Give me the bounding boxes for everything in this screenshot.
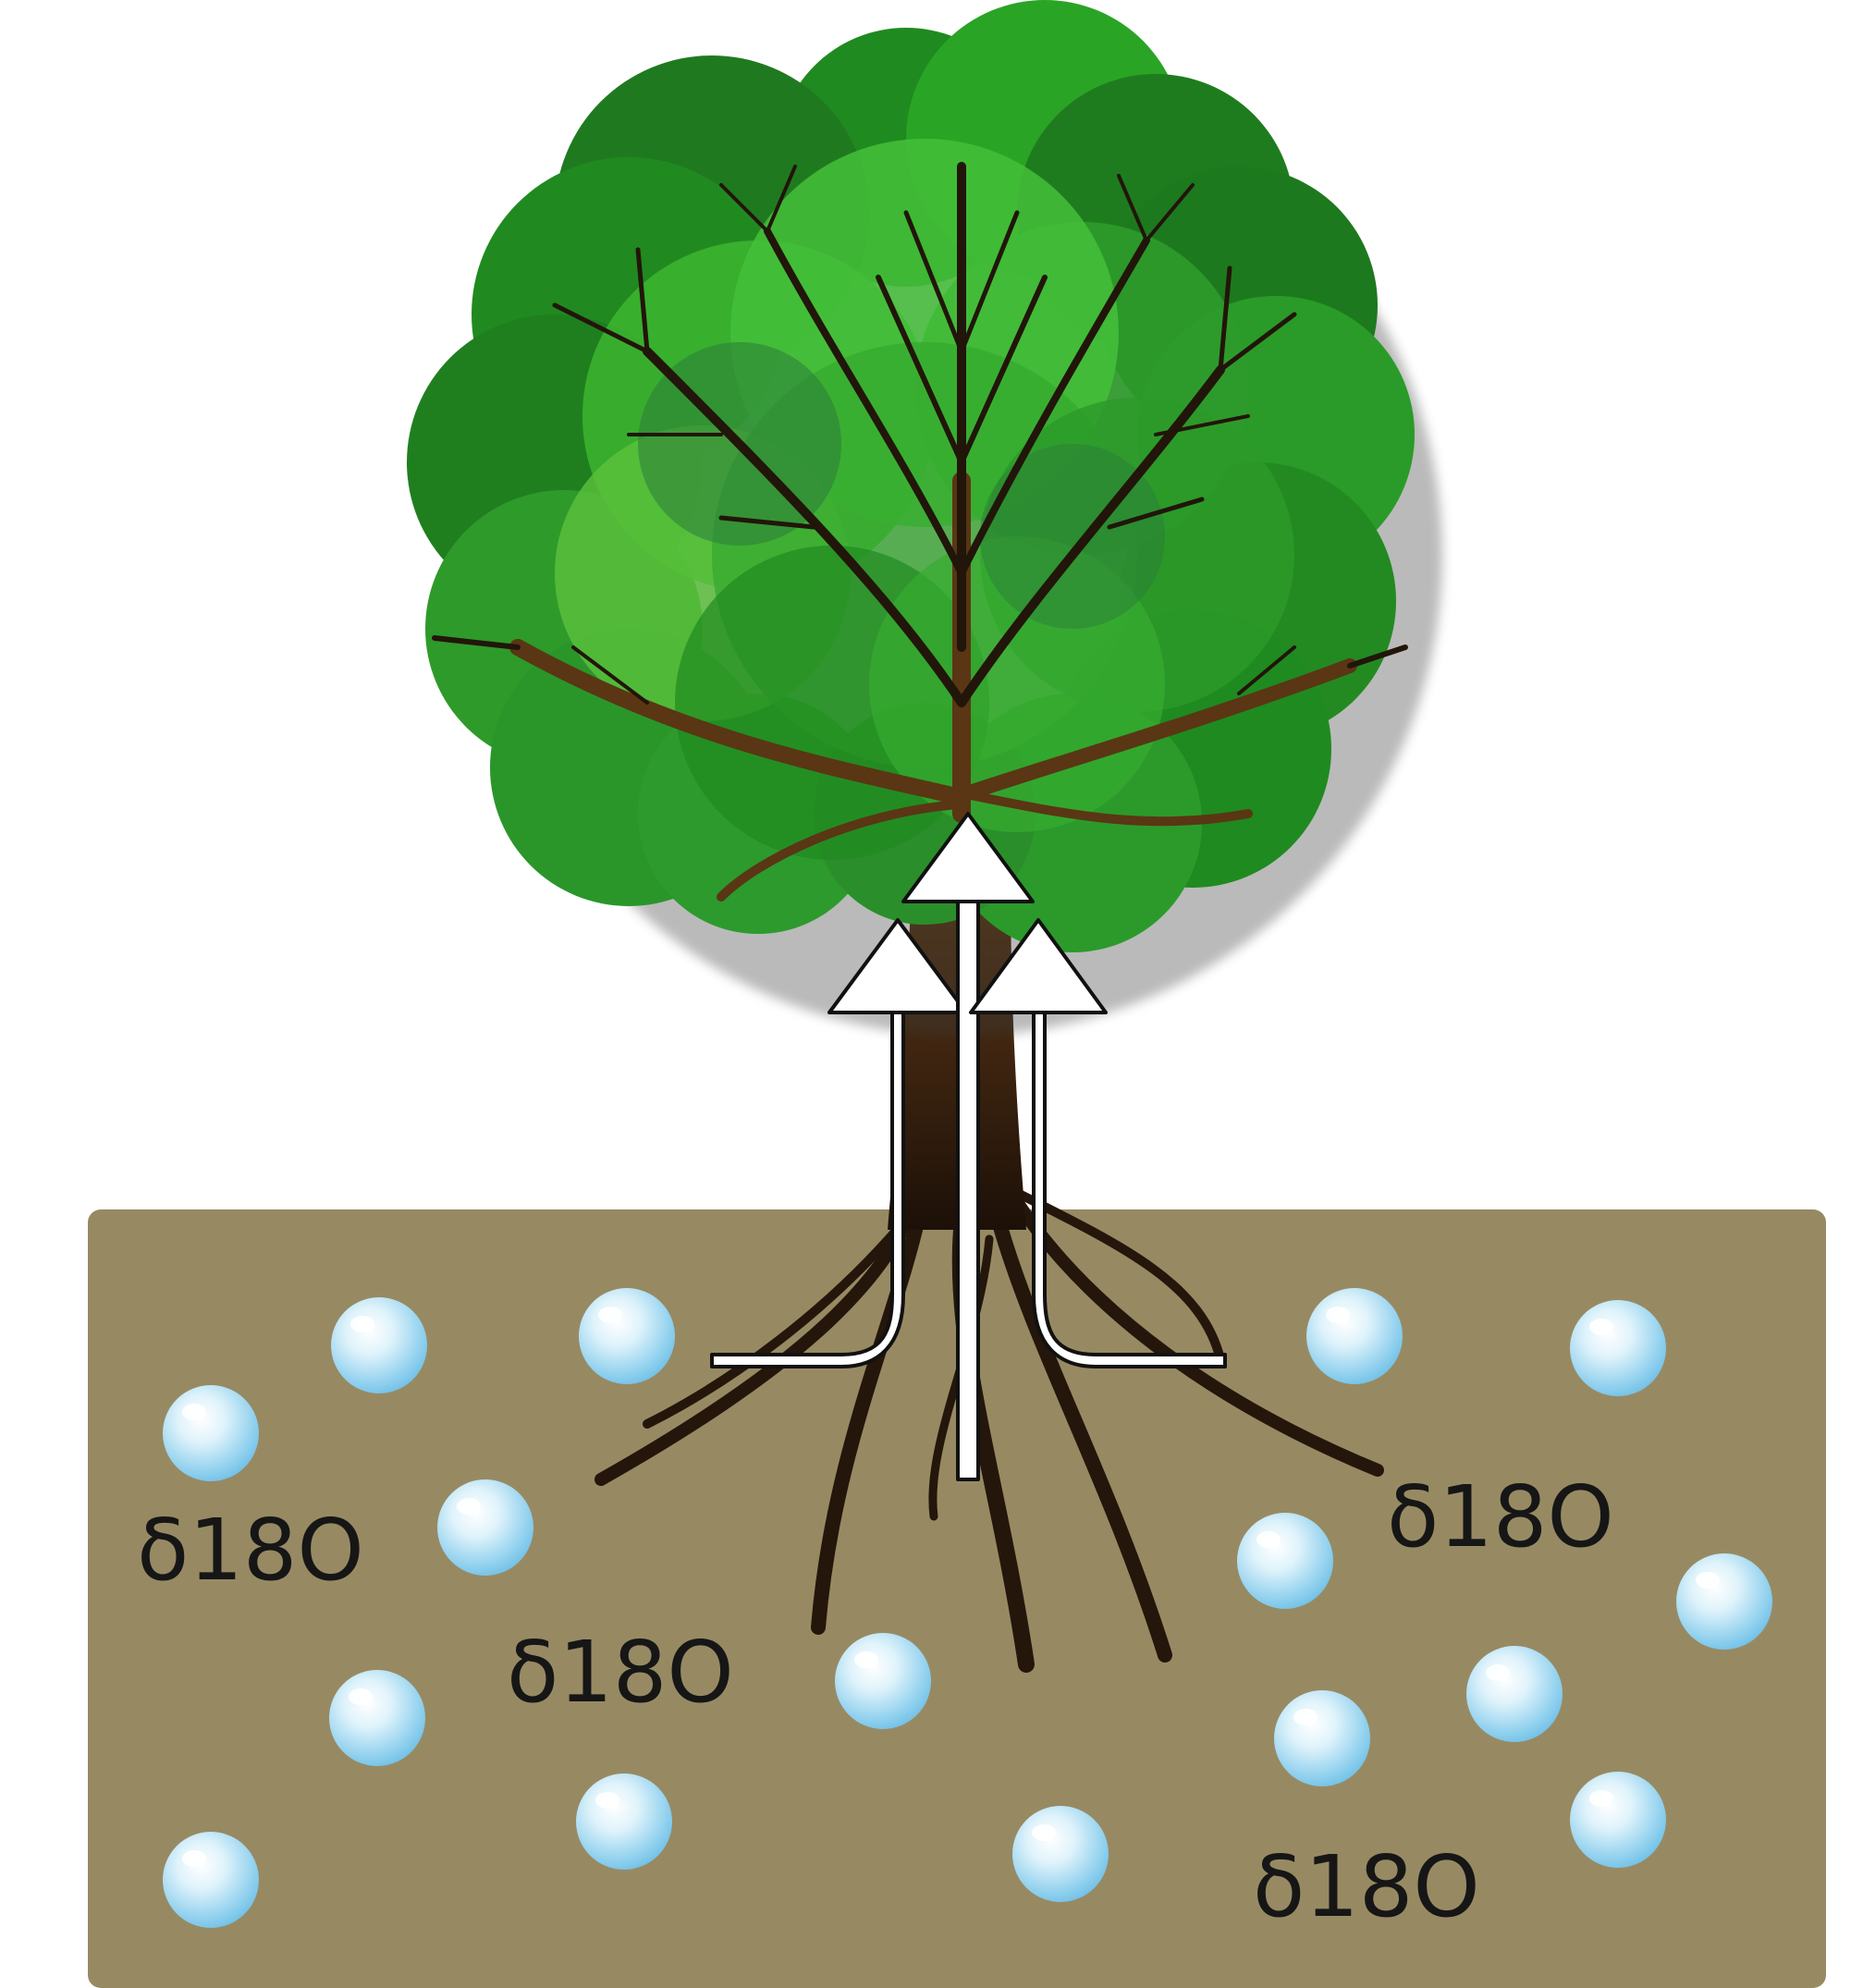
water-droplet-icon [163,1832,259,1928]
isotope-label: δ18O [137,1501,364,1600]
water-droplet-icon [576,1773,672,1870]
water-droplet-icon [437,1479,533,1576]
water-droplet-icon [1570,1772,1666,1868]
isotope-label: δ18O [1387,1467,1614,1566]
water-droplet-icon [835,1633,931,1729]
water-droplet-icon [1306,1288,1403,1384]
water-droplet-icon [1466,1646,1563,1742]
water-droplet-icon [579,1288,675,1384]
water-droplet-icon [1274,1690,1370,1786]
water-droplet-icon [1237,1513,1333,1609]
water-droplet-icon [1676,1553,1772,1650]
water-droplet-icon [163,1385,259,1481]
isotope-label: δ18O [507,1623,734,1722]
water-droplet-icon [1570,1300,1666,1396]
water-droplet-icon [331,1297,427,1393]
water-droplet-icon [1012,1806,1109,1902]
water-droplet-icon [329,1670,425,1766]
isotope-label: δ18O [1253,1837,1480,1936]
